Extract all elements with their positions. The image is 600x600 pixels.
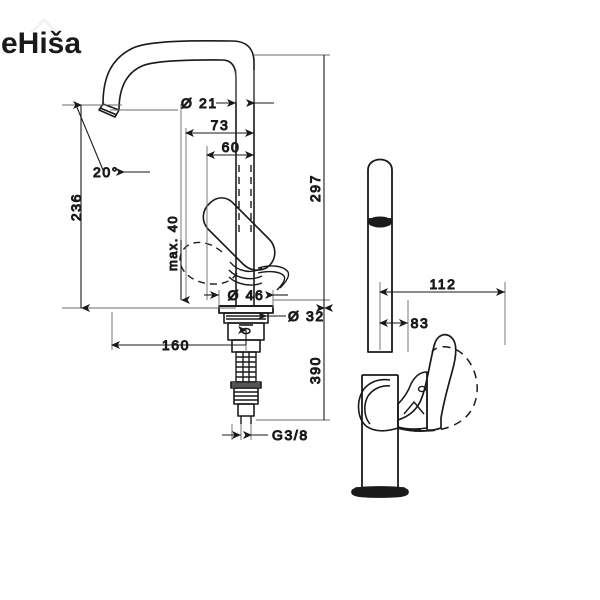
front-base-plate — [351, 486, 409, 498]
dim-label-60: 60 — [222, 139, 241, 155]
dim-label-dia-21: Ø 21 — [181, 95, 218, 111]
front-handle-phantom-dashed — [412, 346, 478, 432]
collar-rings — [228, 261, 263, 286]
dim-label-dia-46: Ø 46 — [228, 287, 265, 303]
escutcheon-base — [218, 305, 274, 314]
dim-label-236: 236 — [68, 193, 84, 221]
spout-outline — [98, 40, 255, 300]
dim-angle-20 — [75, 104, 150, 176]
dim-label-83: 83 — [411, 315, 430, 331]
witness-lines — [62, 54, 330, 440]
lock-nut — [230, 381, 262, 417]
dim-label-dia-32: Ø 32 — [288, 308, 325, 324]
dim-label-390: 390 — [307, 356, 323, 384]
dim-label-max-40: max. 40 — [165, 215, 180, 271]
supply-tail — [240, 416, 252, 424]
lever-handle — [202, 197, 276, 271]
side-elevation-view — [98, 40, 290, 424]
threaded-shank — [235, 351, 257, 383]
dimension-annotations: 20° 236 Ø 21 73 — [62, 54, 506, 444]
dim-label-thread-g38: G3/8 — [272, 427, 309, 443]
front-handle-yoke — [357, 378, 399, 432]
side-hook-detail — [257, 265, 290, 291]
front-handle-sleeve — [397, 371, 428, 430]
dim-label-297: 297 — [307, 174, 323, 202]
dim-label-angle-20: 20° — [93, 164, 119, 180]
dim-label-73: 73 — [211, 117, 230, 133]
dim-160 — [111, 326, 247, 349]
faucet-body-column — [235, 300, 255, 306]
front-handle-marks — [403, 385, 427, 415]
dim-label-160: 160 — [162, 337, 190, 353]
hidden-detail-dashed — [179, 165, 252, 285]
dim-label-112: 112 — [429, 276, 456, 292]
